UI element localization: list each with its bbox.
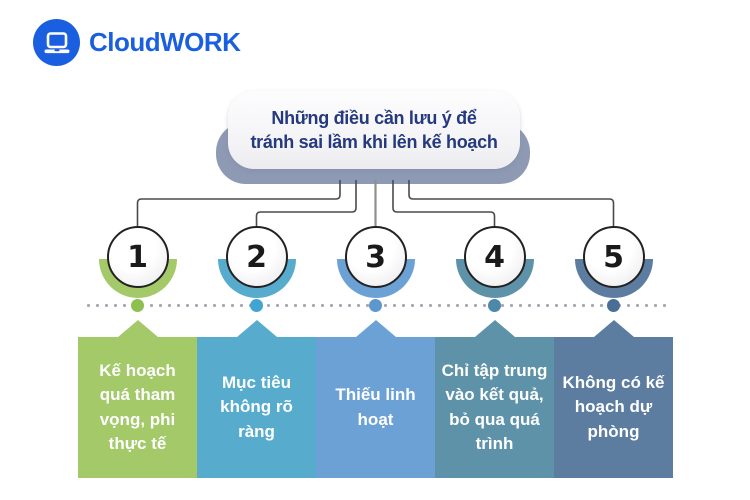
number-circle-4: 4: [463, 226, 526, 288]
step-number: 2: [246, 239, 267, 275]
label-box-5: Không có kế hoạch dự phòng: [554, 337, 673, 478]
brand-name: CloudWORK: [89, 27, 241, 57]
box-arrow-5: [593, 320, 634, 337]
laptop-icon: [33, 19, 80, 66]
step-badge-4: 4: [455, 226, 535, 300]
cloudwork-logo: CloudWORK: [33, 19, 241, 66]
number-circle-3: 3: [344, 226, 407, 288]
label-box-2: Mục tiêu không rõ ràng: [197, 337, 316, 478]
timeline-dot-3: [369, 299, 382, 312]
step-badge-2: 2: [217, 226, 297, 300]
number-circle-1: 1: [106, 226, 169, 288]
box-arrow-2: [236, 320, 277, 337]
title-line-2: tránh sai lầm khi lên kế hoạch: [250, 132, 498, 152]
step-badge-1: 1: [98, 226, 178, 300]
label-box-1: Kế hoạch quá tham vọng, phi thực tế: [78, 337, 197, 478]
label-text: Thiếu linh hoạt: [335, 385, 416, 429]
timeline-dot-5: [607, 299, 620, 312]
label-box-4: Chỉ tập trung vào kết quả, bỏ qua quá tr…: [435, 337, 554, 478]
label-text: Mục tiêu không rõ ràng: [220, 373, 293, 441]
step-badge-5: 5: [574, 226, 654, 300]
label-box-3: Thiếu linh hoạt: [316, 337, 435, 478]
box-arrow-4: [474, 320, 515, 337]
timeline-dot-4: [488, 299, 501, 312]
label-text: Không có kế hoạch dự phòng: [562, 373, 665, 441]
box-arrow-3: [355, 320, 396, 337]
step-number: 3: [365, 239, 386, 275]
timeline-dot-2: [250, 299, 263, 312]
timeline-dot-1: [131, 299, 144, 312]
label-text: Chỉ tập trung vào kết quả, bỏ qua quá tr…: [441, 361, 548, 453]
label-boxes-row: Kế hoạch quá tham vọng, phi thực tế Mục …: [78, 337, 673, 478]
box-arrow-1: [117, 320, 158, 337]
step-number: 5: [603, 239, 624, 275]
step-number: 1: [127, 239, 148, 275]
number-circle-5: 5: [582, 226, 645, 288]
title-line-1: Những điều cần lưu ý để: [271, 107, 477, 128]
title-card: Những điều cần lưu ý để tránh sai lầm kh…: [228, 91, 520, 169]
step-badge-3: 3: [336, 226, 416, 300]
label-text: Kế hoạch quá tham vọng, phi thực tế: [99, 361, 176, 453]
number-circle-2: 2: [225, 226, 288, 288]
step-number: 4: [484, 239, 505, 275]
